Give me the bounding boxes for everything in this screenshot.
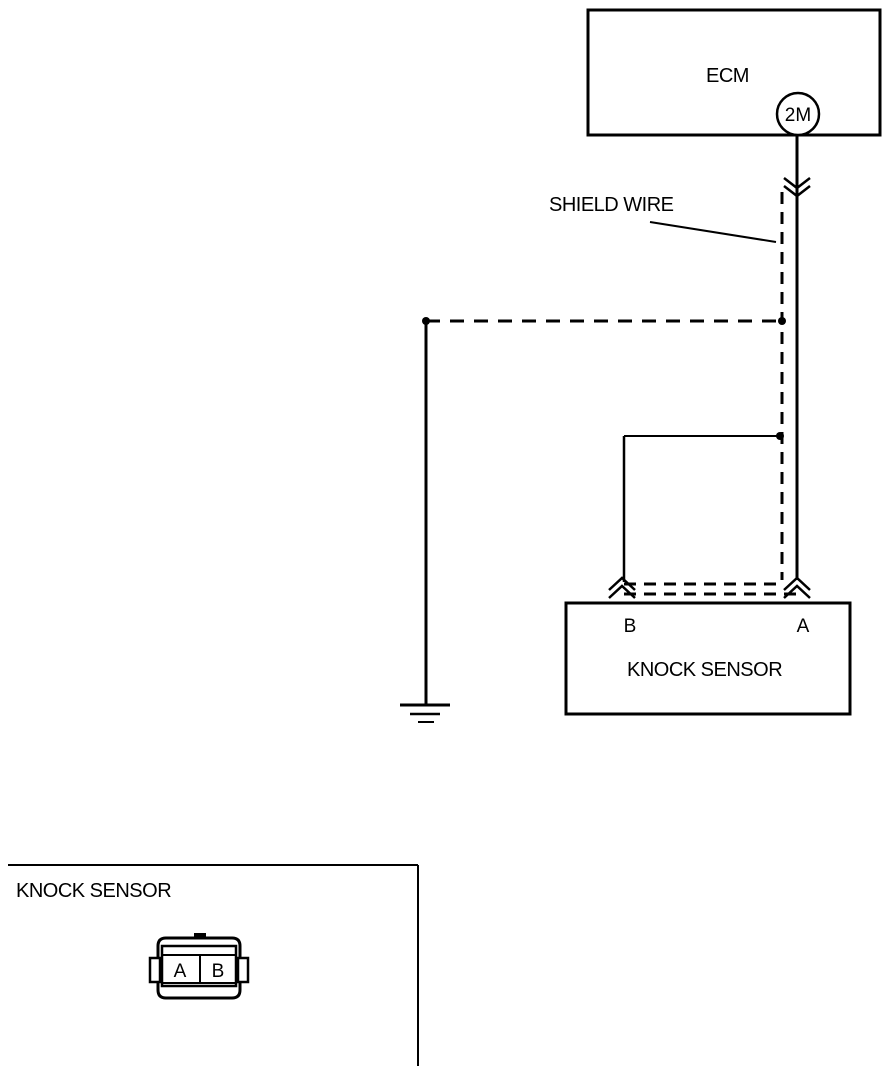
shield-wire-label: SHIELD WIRE — [549, 194, 674, 216]
connector-view-panel: KNOCK SENSOR A B — [8, 864, 419, 1066]
ecm-connector-mark — [783, 177, 811, 190]
ecm-module: ECM 2M — [586, 8, 882, 137]
knock-sensor-label: KNOCK SENSOR — [627, 659, 782, 681]
ground-icon — [400, 703, 450, 723]
knock-sensor-pin-a: A — [797, 616, 810, 637]
shield-wire-leader — [649, 221, 777, 243]
ecm-box — [586, 8, 882, 137]
pin-b-junction-dot — [776, 432, 784, 440]
ecm-label: ECM — [706, 65, 749, 87]
connector-pin-a: A — [174, 961, 187, 982]
signal-wire — [783, 135, 811, 580]
shield-wire — [422, 192, 797, 596]
connector-view-title: KNOCK SENSOR — [16, 880, 171, 902]
knock-sensor-module: B A KNOCK SENSOR — [564, 601, 852, 716]
knock-sensor-pin-b: B — [624, 616, 637, 637]
ecm-terminal-label: 2M — [785, 105, 811, 126]
knock-sensor-connector: A B — [148, 933, 250, 1000]
shield-junction-dot — [778, 317, 786, 325]
knock-sensor-box — [564, 601, 852, 716]
sensor-connector-marks — [608, 576, 811, 599]
pin-b-wire — [622, 432, 784, 582]
connector-pin-b: B — [212, 961, 225, 982]
